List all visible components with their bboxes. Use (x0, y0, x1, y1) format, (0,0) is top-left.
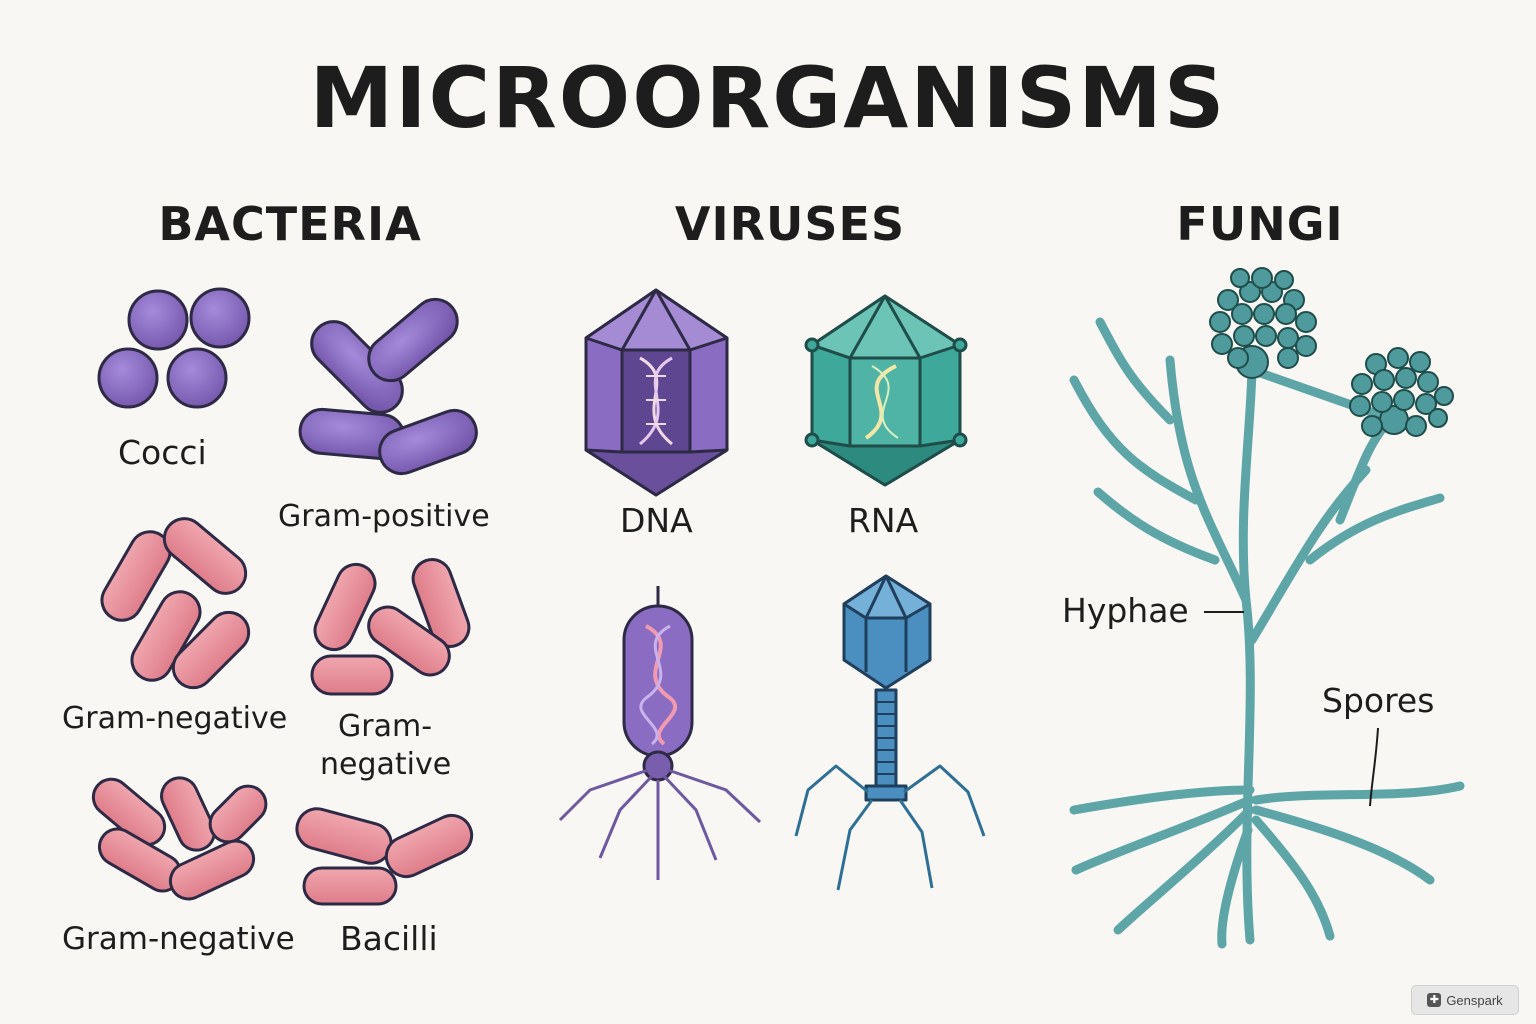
gram-negative-label-2-line1: Gram- (338, 709, 433, 744)
dna-virus (584, 288, 729, 497)
gram-negative-label-1: Gram-negative (62, 701, 288, 736)
watermark-text: Genspark (1446, 992, 1503, 1008)
spore-head-right (1349, 347, 1454, 437)
blue-bacteriophage (794, 574, 986, 891)
bacilli-rods (295, 807, 474, 906)
dna-label: DNA (620, 501, 693, 540)
rna-label: RNA (848, 501, 919, 540)
genspark-watermark: ✚ Genspark (1411, 985, 1519, 1015)
viruses-heading: VIRUSES (674, 197, 906, 251)
cocci-cluster (97, 287, 251, 409)
hyphae-label: Hyphae (1062, 591, 1189, 630)
spores-label: Spores (1322, 681, 1435, 720)
gram-negative-label-2-line2: negative (320, 747, 452, 782)
gram-negative-rods-3 (91, 776, 268, 901)
bacilli-label: Bacilli (340, 919, 438, 958)
fungi-heading: FUNGI (1176, 197, 1344, 251)
genspark-logo-icon: ✚ (1427, 993, 1442, 1007)
gram-positive-label: Gram-positive (278, 499, 490, 534)
bacteria-heading: BACTERIA (158, 197, 422, 251)
gram-negative-label-3: Gram-negative (62, 921, 295, 957)
gram-negative-rods-2 (310, 558, 471, 696)
purple-bacteriophage (558, 586, 762, 880)
spore-head-left (1209, 267, 1317, 379)
cocci-label: Cocci (118, 433, 207, 472)
fungal-hyphae (1069, 317, 1465, 949)
spores-leader-line (1369, 727, 1379, 807)
rna-virus (804, 294, 968, 487)
page-title: MICROORGANISMS (309, 49, 1227, 147)
gram-negative-rods-1 (100, 517, 251, 690)
gram-positive-rods (298, 297, 478, 476)
